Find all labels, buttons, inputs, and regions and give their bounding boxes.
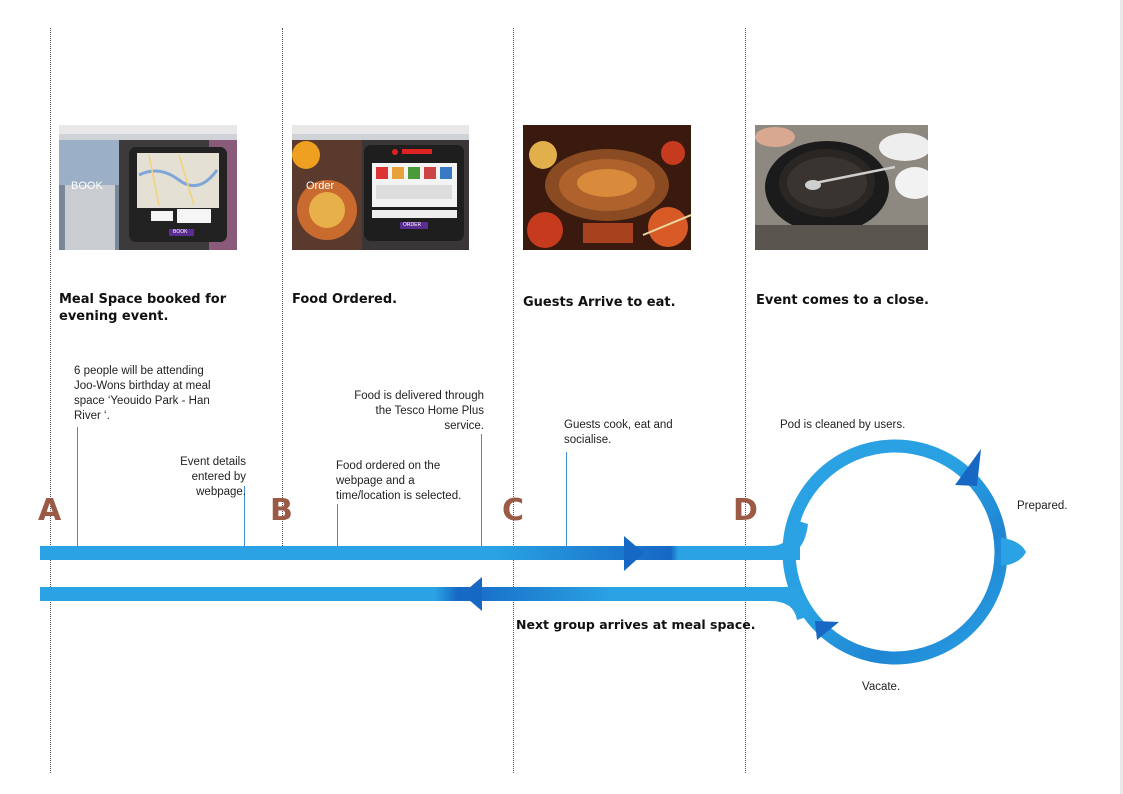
top-track (40, 546, 800, 560)
bottom-track-join (770, 587, 810, 620)
note-delivered: Food is delivered through the Tesco Home… (346, 389, 484, 434)
stage-letter-a: A (38, 496, 61, 526)
stage-letter-d: D (733, 496, 758, 526)
top-arrow-head (624, 536, 644, 571)
stage-title-a: Meal Space booked for evening event. (59, 291, 229, 325)
stage-letter-b: B (270, 496, 293, 526)
empty-pot-photo (755, 125, 928, 250)
pointer-delivered (481, 434, 482, 547)
book-overlay-label: BOOK (71, 180, 103, 192)
note-food-ordered: Food ordered on the webpage and a time/l… (336, 459, 471, 504)
bottom-track (40, 587, 800, 601)
pointer-guests-cook (566, 452, 567, 547)
next-group-caption: Next group arrives at meal space. (516, 617, 756, 632)
book-button: BOOK (173, 229, 187, 235)
note-pod-cleaned: Pod is cleaned by users. (780, 418, 920, 433)
pointer-food-ordered (337, 504, 338, 547)
order-overlay-label: Order (306, 180, 334, 192)
booking-webpage-screenshot: BOOK BOOK (59, 125, 237, 250)
loop-bump (1001, 538, 1026, 566)
grill-meal-photo (523, 125, 691, 250)
stage-title-d: Event comes to a close. (756, 292, 956, 309)
note-attending: 6 people will be attending Joo-Wons birt… (74, 364, 224, 424)
order-button: ORDER (403, 222, 421, 228)
stage-title-c: Guests Arrive to eat. (523, 294, 723, 311)
stage-title-b: Food Ordered. (292, 291, 482, 308)
note-prepared: Prepared. (1017, 499, 1097, 514)
note-vacate: Vacate. (862, 680, 942, 695)
order-webpage-screenshot: Order ORDER (292, 125, 469, 250)
pointer-attending (77, 427, 78, 547)
bottom-arrow-head (462, 577, 482, 611)
note-guests-cook: Guests cook, eat and socialise. (564, 418, 684, 448)
note-event-details: Event details entered by webpage. (140, 455, 246, 500)
stage-letter-c: C (502, 496, 524, 526)
